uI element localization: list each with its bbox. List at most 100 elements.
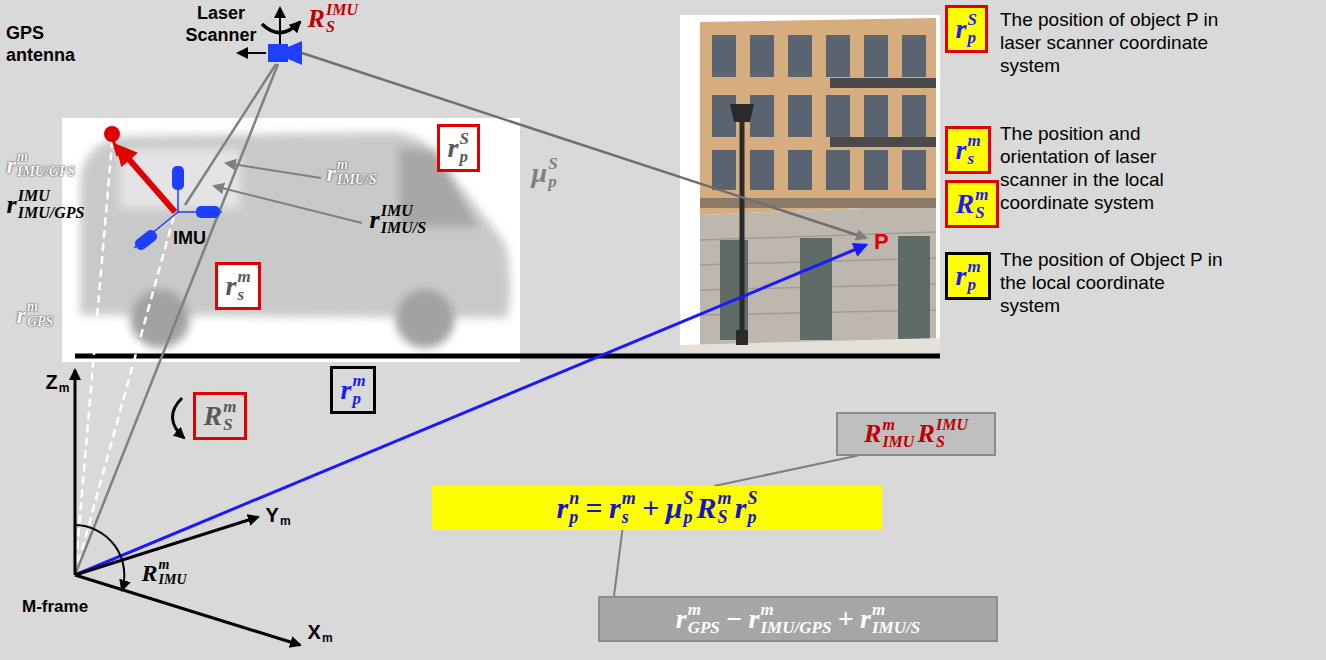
lamp-post [740, 118, 745, 345]
script-stack: Sp [968, 11, 977, 47]
math-term: rmGPS [17, 300, 54, 329]
rotation-arrow [262, 22, 300, 33]
math-term: rnp [557, 489, 580, 527]
label-text: Laser Scanner [184, 2, 258, 46]
script-stack: m [280, 503, 291, 528]
subscript: S [326, 19, 335, 36]
script-stack: m [322, 620, 333, 645]
label-text: GPS antenna [6, 22, 82, 66]
script-stack: IMUS [326, 2, 358, 36]
operator-group: − [726, 605, 742, 633]
script-stack: m [59, 370, 70, 395]
subscript: p [968, 276, 977, 294]
text-block: M-frame [22, 597, 88, 617]
subscript: IMU/S [872, 619, 920, 637]
subscript: p [747, 508, 756, 527]
math-term: rSp [956, 11, 977, 47]
description-text: The position of object P in laser scanne… [1000, 8, 1225, 77]
callout-leader [614, 530, 622, 596]
building-facade [700, 18, 936, 215]
superscript: m [238, 268, 251, 286]
lamp-base [736, 330, 748, 345]
math-letter: r [327, 161, 336, 185]
subscript: GPS [27, 315, 53, 330]
math-term: rms [956, 132, 981, 168]
operator: − [726, 605, 742, 633]
math-letter: μ [666, 493, 683, 523]
superscript: m [688, 601, 701, 619]
range-vector [302, 53, 866, 238]
superscript: IMU [936, 417, 968, 434]
script-stack: IMUIMU/GPS [18, 188, 85, 222]
van-panel [62, 118, 520, 362]
text-block: The position of Object P in the local co… [1000, 248, 1225, 317]
math-term: RmS [697, 489, 732, 527]
subscript: p [683, 508, 692, 527]
math-letter: X [308, 622, 321, 642]
math-term: RIMUS [918, 417, 968, 451]
operator-group: = [586, 493, 603, 523]
superscript: n [569, 489, 579, 508]
script-stack: mGPS [27, 300, 53, 329]
script-stack: mS [975, 186, 988, 222]
script-stack: IMUS [936, 417, 968, 451]
operator: + [838, 605, 854, 633]
van-wheel [130, 288, 190, 348]
rotation-symbol: RmIMU [140, 558, 188, 587]
math-letter: r [749, 605, 760, 633]
script-stack: mIMU [159, 558, 187, 587]
subscript: p [460, 148, 469, 166]
superscript: m [622, 489, 636, 508]
description-text: The position of Object P in the local co… [1000, 248, 1225, 317]
scanner-vector [75, 64, 278, 575]
leader-arrow [226, 163, 321, 178]
superscript: m [27, 300, 38, 315]
label-text: IMU [173, 228, 206, 248]
subscript: IMU/S [337, 173, 377, 188]
label-text: M-frame [22, 597, 88, 617]
math-letter: R [204, 402, 223, 430]
superscript: S [548, 155, 557, 173]
math-letter: R [697, 493, 717, 523]
math-term: rmIMU/GPS [7, 150, 76, 179]
math-letter: R [308, 6, 325, 32]
gps-antenna [104, 126, 120, 142]
superscript: m [718, 489, 732, 508]
scanner-axis [279, 8, 281, 44]
script-stack: Sp [460, 130, 469, 166]
subscript: IMU/GPS [760, 619, 831, 637]
math-term: rSp [448, 130, 469, 166]
superscript: m [882, 417, 894, 434]
subscript: p [569, 508, 578, 527]
math-term: rSp [735, 489, 758, 527]
cornice [700, 198, 936, 208]
superscript: m [353, 372, 366, 390]
script-stack: ms [968, 132, 981, 168]
math-term: rmGPS [676, 601, 720, 637]
subscript: m [322, 632, 333, 645]
vector-box: rSp [437, 124, 480, 172]
vector-symbol: rIMUIMU/GPS [5, 188, 86, 222]
math-letter: μ [532, 159, 548, 187]
math-letter: R [918, 421, 935, 447]
axis-label: Ym [264, 503, 292, 528]
superscript: IMU [381, 203, 413, 220]
y-axis [75, 517, 258, 575]
scanner-lens [288, 41, 302, 65]
math-letter: r [341, 376, 352, 404]
z-axis [74, 370, 77, 575]
math-letter: R [956, 190, 975, 218]
subscript: s [968, 150, 975, 168]
superscript: m [975, 186, 988, 204]
van-wheel [395, 288, 455, 348]
superscript: S [968, 11, 977, 29]
superscript: S [683, 489, 693, 508]
math-letter: Y [266, 505, 279, 525]
subscript: p [548, 173, 557, 191]
math-term: rmIMU/S [327, 158, 377, 187]
text-block: IMU [173, 228, 206, 248]
rotation-arrow [75, 525, 124, 590]
label-text: P [874, 230, 889, 254]
frame-label: M-frame [22, 597, 88, 617]
math-letter: Z [46, 372, 58, 392]
